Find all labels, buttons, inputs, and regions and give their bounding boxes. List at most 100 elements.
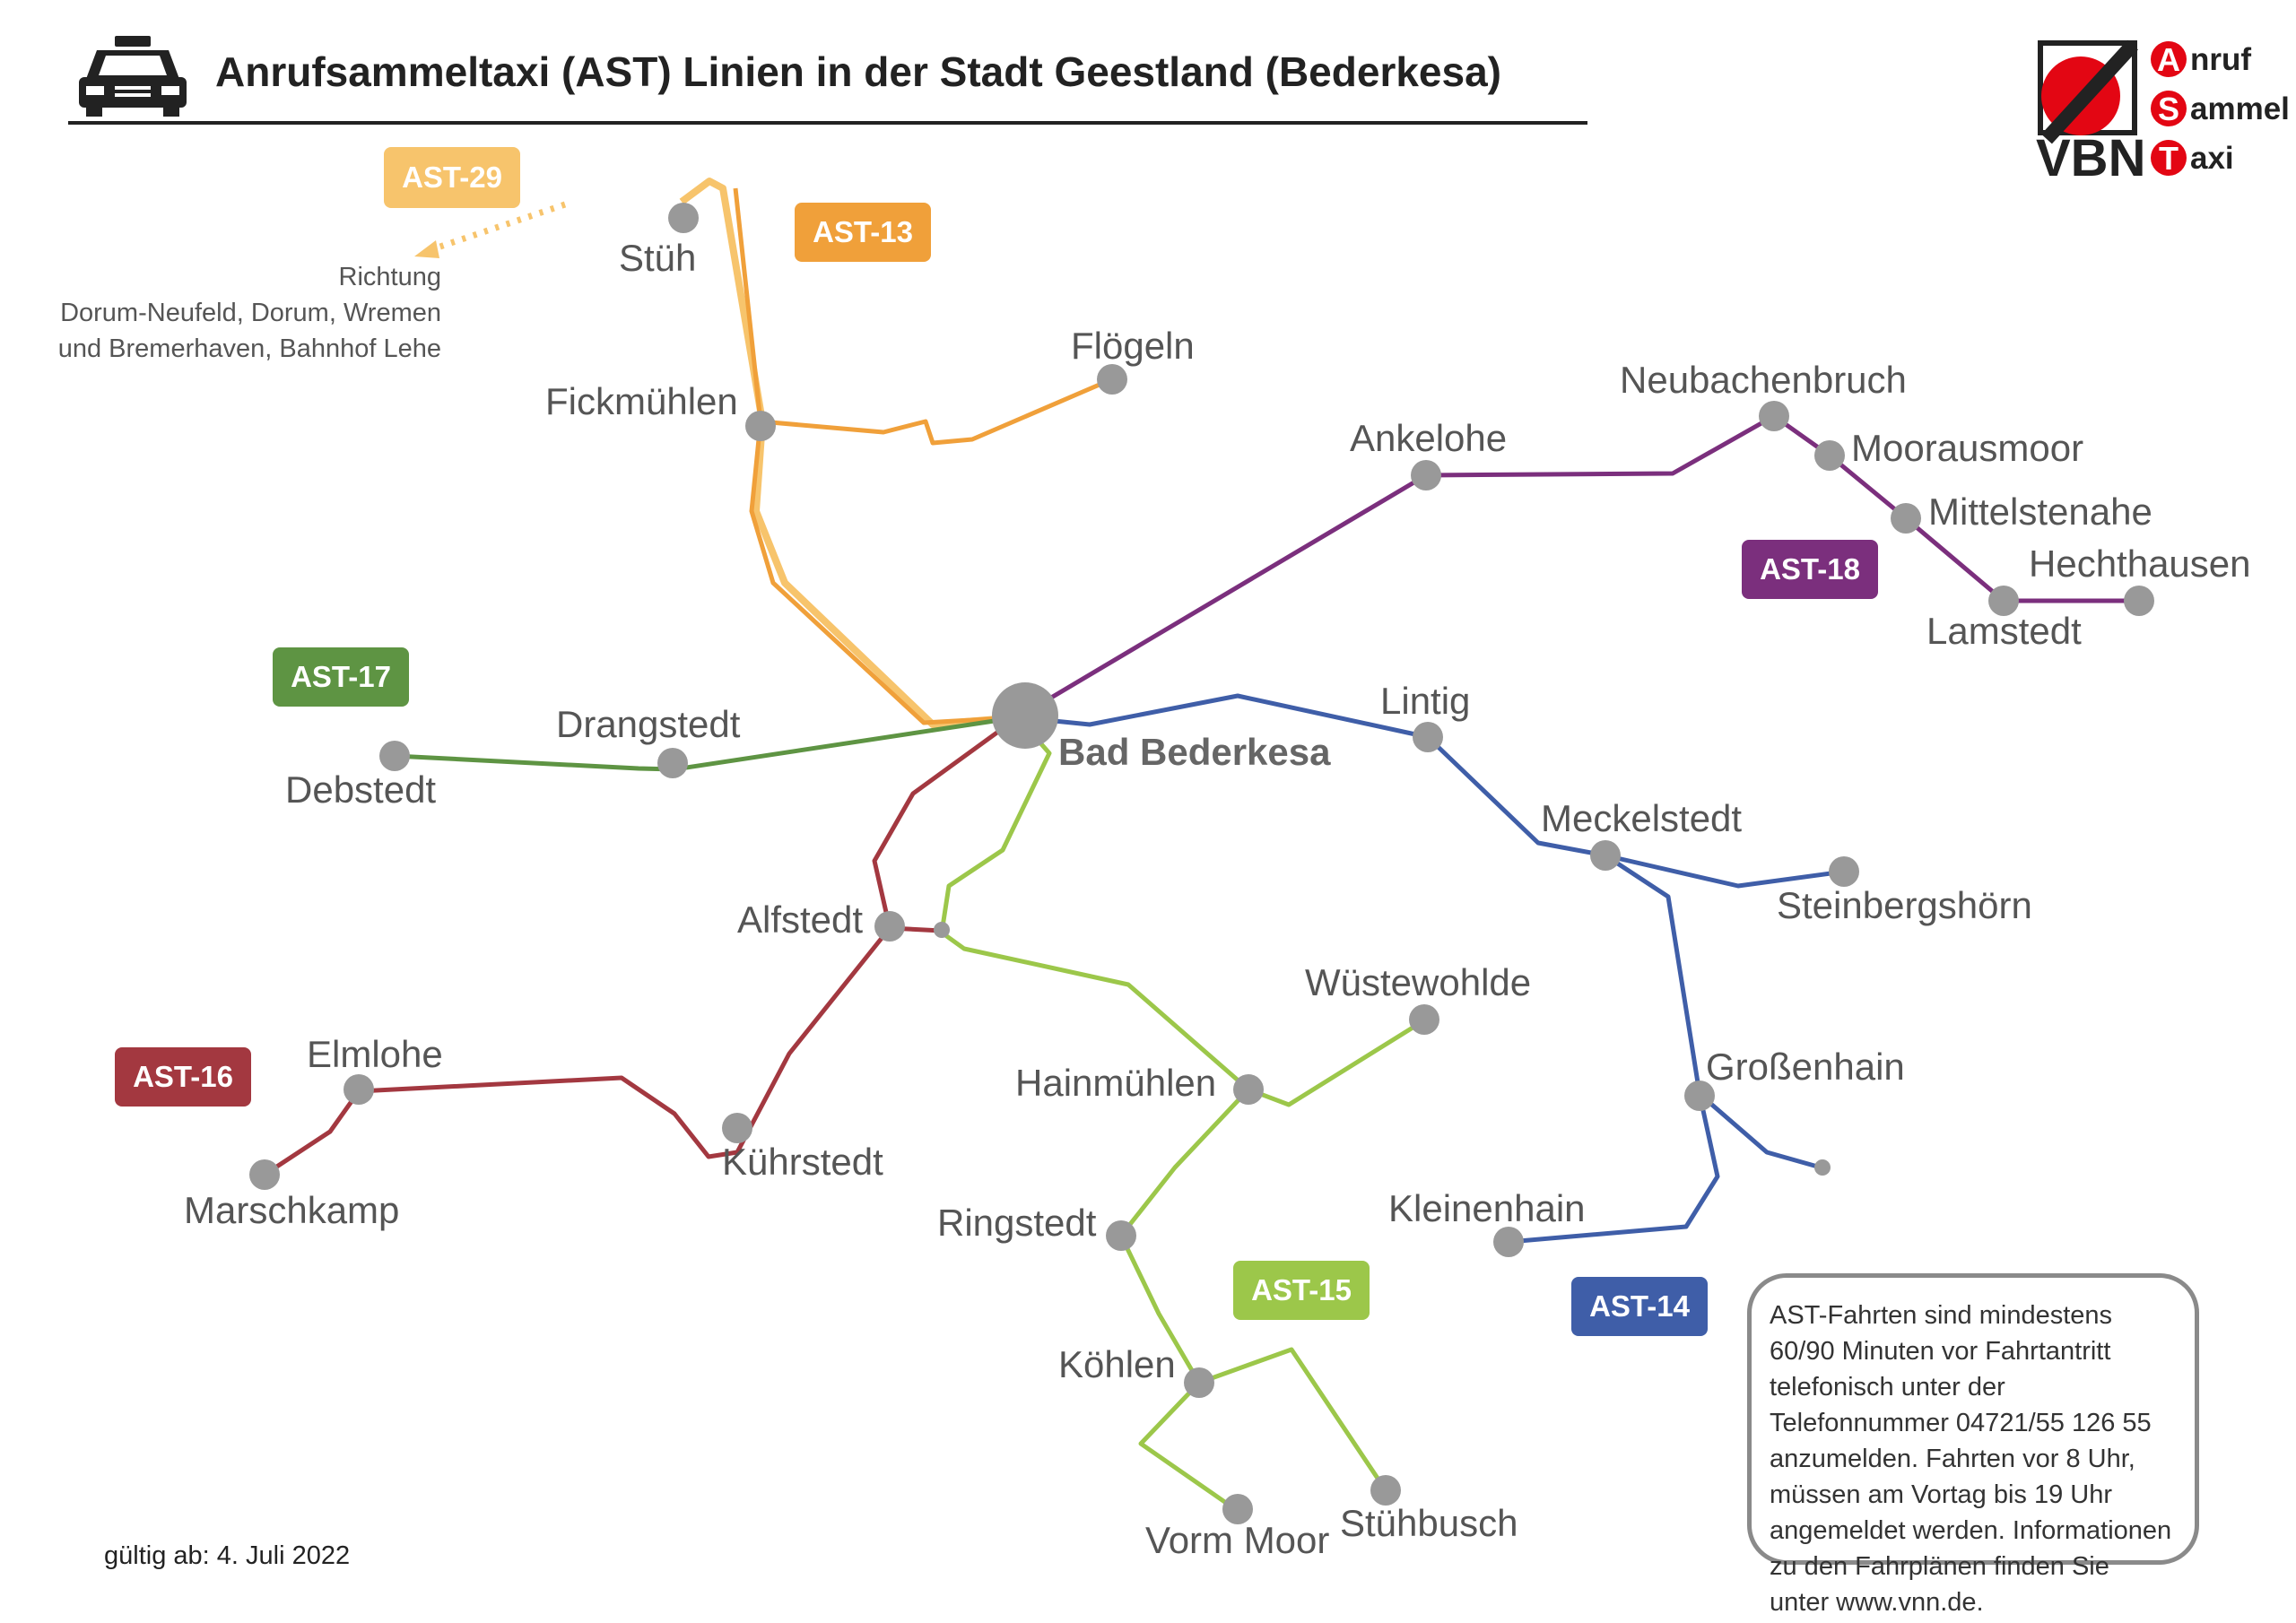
stop-stuehbusch-marker [1370,1475,1401,1506]
direction-note-line-1: Richtung [339,263,441,291]
stop-floegeln-marker [1097,364,1127,395]
badge-ast18: AST-18 [1742,540,1878,599]
badge-ast29-label: AST-29 [402,161,502,194]
stop-stueh-marker [668,203,699,233]
stop-label-hechthausen: Hechthausen [2029,542,2251,585]
badge-ast18-label: AST-18 [1760,552,1860,586]
direction-note: Richtung Dorum-Neufeld, Dorum, Wremen un… [58,263,441,363]
stop-label-koehlen: Köhlen [1058,1343,1176,1385]
stop-ringstedt-marker [1106,1220,1136,1251]
stop-wuestewohlde-marker [1409,1004,1439,1035]
stop-steinbergshoern-marker [1829,856,1859,887]
direction-arrow-icon [414,240,439,258]
stop-elmlohe-marker [344,1074,374,1105]
line-badges: AST-29 AST-13 AST-17 AST-18 AST-14 AST-1… [115,147,1878,1336]
stop-label-stueh: Stüh [619,237,696,279]
logo-dot-t [2151,140,2187,176]
stop-label-hainmuehlen: Hainmühlen [1015,1062,1216,1104]
badge-ast29: AST-29 [384,147,520,208]
logo-slash [2041,39,2138,144]
taxi-icon [79,36,187,117]
info-text: AST-Fahrten sind mindestens 60/90 Minute… [1770,1301,2172,1617]
stop-label-moorausmoor: Moorausmoor [1851,427,2083,469]
stop-drangstedt-marker [657,748,688,778]
stop-alfstedt-junction-marker [934,922,950,938]
logo-word-ammel: ammel [2190,91,2290,126]
stop-label-stuehbusch: Stühbusch [1340,1502,1518,1544]
stop-label-marschkamp: Marschkamp [184,1189,399,1231]
stop-hainmuehlen-marker [1233,1074,1264,1105]
info-box: AST-Fahrten sind mindestens 60/90 Minute… [1747,1273,2199,1617]
stop-vorm-moor-marker [1222,1494,1253,1524]
stop-label-floegeln: Flögeln [1071,325,1195,367]
stop-hechthausen-marker [2124,586,2154,616]
validity-date: gültig ab: 4. Juli 2022 [104,1541,350,1570]
route-ast29 [414,174,1019,732]
stop-label-fickmuehlen: Fickmühlen [545,380,738,422]
badge-ast16-label: AST-16 [133,1060,233,1093]
stop-moorausmoor-marker [1814,440,1845,471]
stop-lamstedt-marker [1988,586,2019,616]
ast29-direction-dotted [420,201,567,256]
stop-ankelohe-marker [1411,460,1441,490]
logo-dot-a [2151,41,2187,77]
stop-grossenhain-marker [1684,1081,1715,1111]
stop-grossenhain-branch-marker [1814,1159,1831,1176]
badge-ast13-label: AST-13 [813,215,913,248]
logo-letter-a: A [2157,41,2180,78]
stop-labels: Bad Bederkesa Stüh Fickmühlen Flögeln An… [184,237,2251,1561]
stop-label-kuehrstedt: Kührstedt [722,1141,883,1183]
stop-mittelstenahe-marker [1891,503,1921,534]
logo-word-nruf: nruf [2190,42,2251,77]
stop-label-neubachenbruch: Neubachenbruch [1620,359,1907,401]
stop-label-vorm-moor: Vorm Moor [1145,1519,1329,1561]
stop-marschkamp-marker [249,1159,280,1190]
direction-note-line-2: Dorum-Neufeld, Dorum, Wremen [60,299,441,327]
stop-label-lamstedt: Lamstedt [1926,610,2082,652]
logo-word-axi: axi [2190,141,2234,176]
stop-lintig-marker [1413,722,1443,752]
badge-ast17-label: AST-17 [291,660,391,693]
stop-fickmuehlen-marker [745,411,776,441]
route-ast13 [733,187,1115,725]
badge-ast14: AST-14 [1571,1277,1708,1336]
stop-kleinenhain-marker [1493,1227,1524,1257]
route-ast14 [1017,693,1845,1245]
stop-label-drangstedt: Drangstedt [556,703,741,745]
logo-vbn-text: VBN [2036,129,2145,187]
stop-label-elmlohe: Elmlohe [307,1033,443,1075]
stop-label-wuestewohlde: Wüstewohlde [1305,961,1531,1003]
stop-label-meckelstedt: Meckelstedt [1541,797,1742,839]
badge-ast17: AST-17 [273,647,409,707]
stop-markers [249,203,2154,1524]
stop-label-mittelstenahe: Mittelstenahe [1928,490,2152,533]
stop-koehlen-marker [1184,1367,1214,1398]
route-ast18 [1016,413,2139,720]
logo-letter-s: S [2158,91,2179,127]
page-title: Anrufsammeltaxi (AST) Linien in der Stad… [215,48,1501,95]
stop-meckelstedt-marker [1590,840,1621,871]
stop-label-lintig: Lintig [1380,680,1470,722]
stop-label-kleinenhain: Kleinenhain [1388,1187,1586,1229]
stop-label-debstedt: Debstedt [285,768,436,811]
stop-label-ringstedt: Ringstedt [937,1202,1097,1244]
route-ast17 [394,715,1019,772]
route-ast15 [939,716,1426,1514]
badge-ast14-label: AST-14 [1589,1289,1691,1323]
stop-label-alfstedt: Alfstedt [737,898,863,941]
stop-debstedt-marker [379,741,410,771]
stop-neubachenbruch-marker [1759,401,1789,431]
badge-ast15-label: AST-15 [1251,1273,1352,1306]
badge-ast16: AST-16 [115,1047,251,1107]
stop-label-steinbergshoern: Steinbergshörn [1777,884,2032,926]
badge-ast15: AST-15 [1233,1261,1370,1320]
direction-note-line-3: und Bremerhaven, Bahnhof Lehe [58,334,441,363]
stop-label-bad-bederkesa: Bad Bederkesa [1058,731,1331,773]
ast-vbn-logo: A S T nruf ammel axi VBN [2036,39,2290,187]
stop-label-ankelohe: Ankelohe [1350,417,1507,459]
logo-dot-s [2151,91,2187,126]
stop-bad-bederkesa-marker [992,682,1058,749]
stop-kuehrstedt-marker [722,1113,752,1143]
logo-letter-t: T [2159,140,2179,177]
